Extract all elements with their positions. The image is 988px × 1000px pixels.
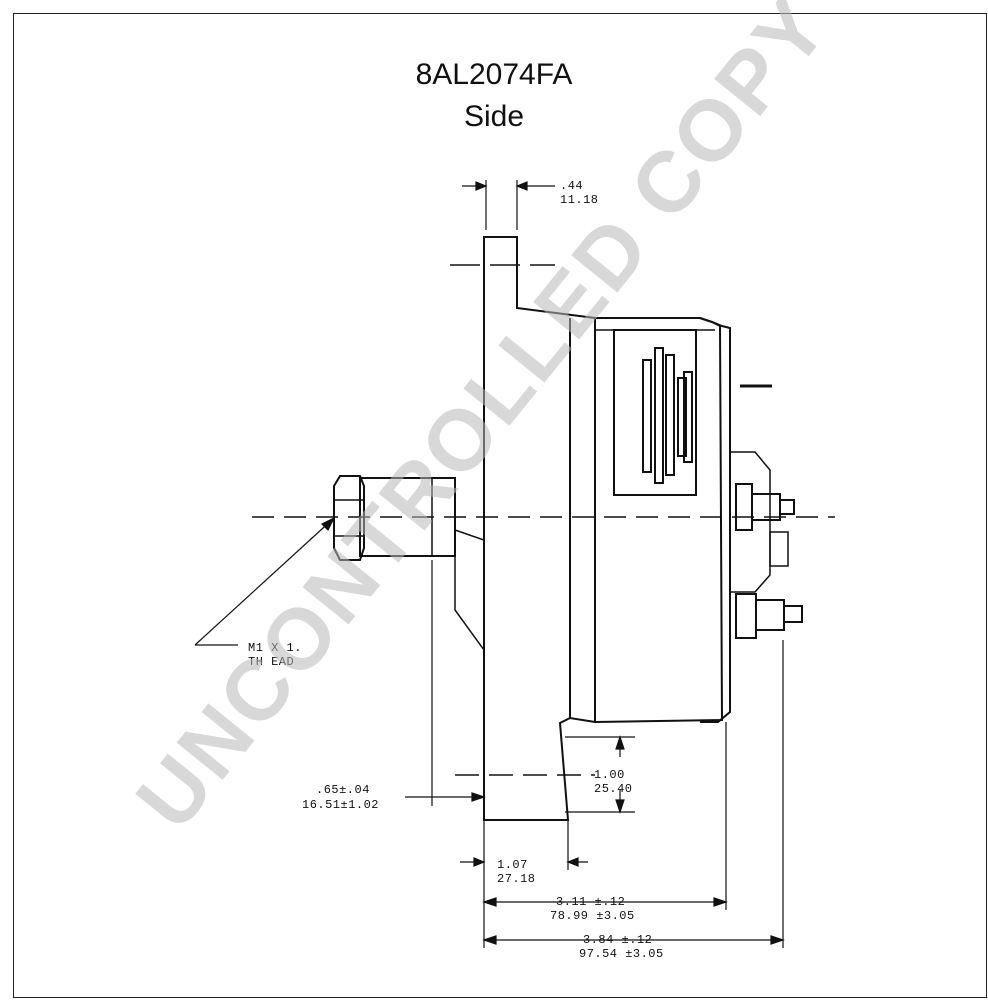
- terminal-block: [729, 451, 771, 593]
- dim-foot-height-in: 1.00: [594, 768, 625, 782]
- thread-spec: M1 X 1.: [248, 641, 302, 655]
- mounting-flange: [483, 236, 724, 821]
- terminal-stud-upper: [751, 493, 781, 521]
- arrow-head: [482, 897, 497, 907]
- terminal-tip-upper: [779, 499, 795, 515]
- part-number-title: 8AL2074FA: [415, 58, 573, 91]
- dim-body-length-mm: 78.99 ±3.05: [550, 909, 635, 923]
- hub-shoulder: [454, 528, 485, 653]
- arrow-head: [615, 799, 625, 814]
- hub: [359, 477, 456, 557]
- dim-flange-width-in: 1.07: [497, 858, 528, 872]
- arrow-head: [566, 857, 579, 867]
- rear-housing: [699, 317, 731, 723]
- terminal-tip-lower: [783, 605, 803, 623]
- label-bar: [642, 359, 652, 473]
- arrow-head: [473, 857, 486, 867]
- arrow-head: [482, 935, 497, 945]
- terminal-stud-lower: [755, 599, 785, 631]
- dim-flange-width-mm: 27.18: [497, 872, 536, 886]
- arrow-head: [515, 181, 528, 191]
- arrow-head: [471, 792, 486, 802]
- dim-body-length-in: 3.11 ±.12: [556, 895, 625, 909]
- terminal-housing: [769, 531, 789, 567]
- drawing-frame: [13, 13, 987, 998]
- label-plate: [613, 329, 697, 496]
- arrow-head: [475, 181, 488, 191]
- label-bar: [654, 347, 664, 484]
- label-bar: [683, 371, 693, 463]
- label-bar: [665, 354, 675, 476]
- arrow-head: [770, 935, 785, 945]
- arrow-head: [713, 897, 728, 907]
- dim-overall-length-in: 3.84 ±.12: [583, 933, 652, 947]
- uncontrolled-copy-watermark: UNCONTROLLED COPY: [118, 0, 847, 847]
- label-bar: [677, 377, 687, 457]
- dim-hub-offset-mm: 16.51±1.02: [302, 798, 379, 812]
- terminal-nut-lower: [735, 593, 757, 639]
- arrow-head: [615, 735, 625, 750]
- dim-top-width-mm: 11.18: [560, 193, 599, 207]
- dim-foot-height-mm: 25.40: [594, 782, 633, 796]
- dim-overall-length-mm: 97.54 ±3.05: [579, 947, 664, 961]
- arrow-head: [320, 516, 336, 532]
- terminal-nut-upper: [735, 483, 753, 531]
- pulley-nut: [333, 475, 365, 561]
- dim-top-width-in: .44: [560, 179, 583, 193]
- view-title: Side: [463, 100, 525, 133]
- thread-label: TH EAD: [248, 655, 294, 669]
- dim-hub-offset-in: .65±.04: [316, 783, 370, 797]
